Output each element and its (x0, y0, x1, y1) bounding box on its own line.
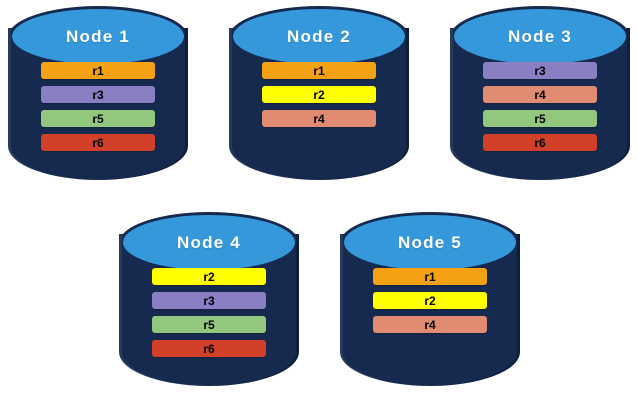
record-label: r5 (92, 111, 104, 126)
record-bar[interactable]: r3 (152, 292, 266, 309)
database-node[interactable]: Node 3 r3 r4 r5 r6 (450, 6, 630, 184)
record-bar[interactable]: r4 (262, 110, 376, 127)
record-label: r3 (92, 87, 104, 102)
record-bar[interactable]: r2 (152, 268, 266, 285)
record-label: r2 (424, 293, 436, 308)
database-node[interactable]: Node 2 r1 r2 r4 (229, 6, 409, 184)
node-label: Node 2 (287, 26, 351, 46)
record-label: r6 (203, 341, 215, 356)
record-bar[interactable]: r3 (483, 62, 597, 79)
record-bar[interactable]: r3 (41, 86, 155, 103)
cylinder-top-lid: Node 2 (233, 9, 405, 64)
record-label: r2 (313, 87, 325, 102)
record-bar[interactable]: r5 (152, 316, 266, 333)
node-label: Node 4 (177, 232, 241, 252)
record-bar[interactable]: r1 (373, 268, 487, 285)
record-bar[interactable]: r6 (483, 134, 597, 151)
record-bar[interactable]: r5 (41, 110, 155, 127)
cylinder-top-lid: Node 3 (454, 9, 626, 64)
record-bar[interactable]: r6 (152, 340, 266, 357)
record-bar[interactable]: r6 (41, 134, 155, 151)
cylinder-top-lid: Node 1 (12, 9, 184, 64)
record-list: r1 r2 r4 (229, 62, 409, 127)
record-label: r1 (92, 63, 104, 78)
record-bar[interactable]: r5 (483, 110, 597, 127)
record-bar[interactable]: r4 (483, 86, 597, 103)
node-label: Node 3 (508, 26, 572, 46)
record-bar[interactable]: r1 (41, 62, 155, 79)
record-label: r1 (424, 269, 436, 284)
record-label: r6 (534, 135, 546, 150)
database-node[interactable]: Node 5 r1 r2 r4 (340, 212, 520, 390)
record-bar[interactable]: r2 (373, 292, 487, 309)
cylinder-top-lid: Node 4 (123, 215, 295, 270)
node-label: Node 5 (398, 232, 462, 252)
record-label: r4 (424, 317, 436, 332)
record-label: r5 (203, 317, 215, 332)
record-label: r4 (534, 87, 546, 102)
record-bar[interactable]: r4 (373, 316, 487, 333)
record-list: r2 r3 r5 r6 (119, 268, 299, 357)
database-node[interactable]: Node 4 r2 r3 r5 r6 (119, 212, 299, 390)
record-label: r5 (534, 111, 546, 126)
cylinder-top-lid: Node 5 (344, 215, 516, 270)
record-list: r1 r2 r4 (340, 268, 520, 333)
record-list: r3 r4 r5 r6 (450, 62, 630, 151)
database-node[interactable]: Node 1 r1 r3 r5 r6 (8, 6, 188, 184)
record-label: r6 (92, 135, 104, 150)
record-label: r2 (203, 269, 215, 284)
record-label: r3 (534, 63, 546, 78)
record-bar[interactable]: r2 (262, 86, 376, 103)
record-label: r3 (203, 293, 215, 308)
record-label: r1 (313, 63, 325, 78)
record-list: r1 r3 r5 r6 (8, 62, 188, 151)
record-bar[interactable]: r1 (262, 62, 376, 79)
node-label: Node 1 (66, 26, 130, 46)
record-label: r4 (313, 111, 325, 126)
